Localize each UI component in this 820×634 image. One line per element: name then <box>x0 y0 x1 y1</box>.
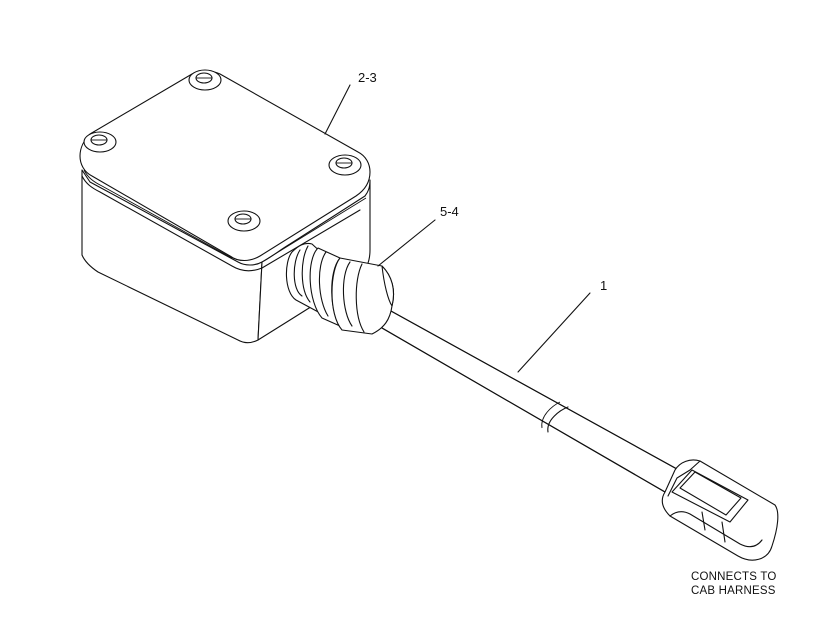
leader-housing <box>324 84 351 135</box>
screw-left <box>83 131 117 153</box>
cable <box>379 304 687 493</box>
connector-icon <box>661 459 779 561</box>
screw-right <box>328 154 362 176</box>
screw-top <box>188 69 222 91</box>
callout-fitting: 5-4 <box>440 204 459 219</box>
cable-gland <box>285 242 395 335</box>
screw-front <box>227 210 261 232</box>
note-line-1: CONNECTS TO <box>691 571 776 583</box>
leader-fitting <box>377 219 436 267</box>
leader-cable <box>517 292 591 373</box>
screw-icon <box>83 69 362 232</box>
callout-housing: 2-3 <box>358 70 377 85</box>
callout-cable: 1 <box>600 278 607 293</box>
note-line-2: CAB HARNESS <box>691 585 776 597</box>
